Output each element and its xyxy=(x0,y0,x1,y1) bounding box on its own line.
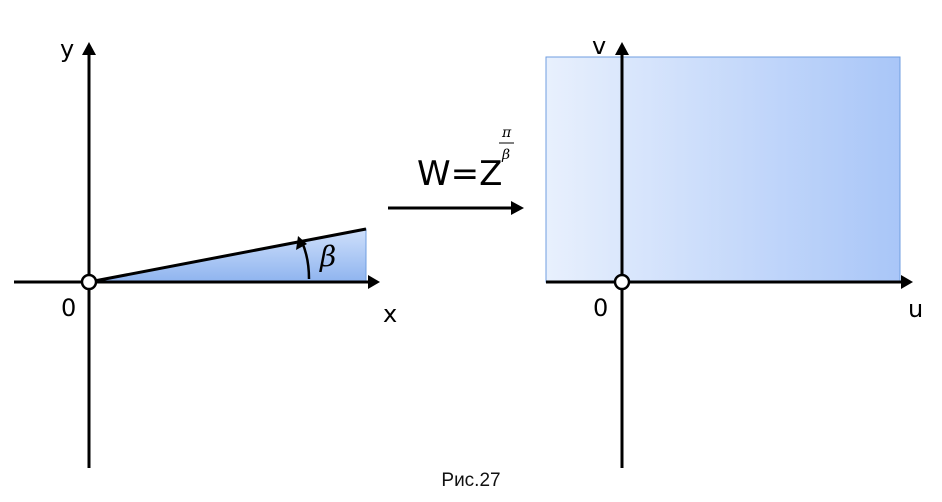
origin-marker xyxy=(80,273,98,291)
exponent-numerator: π xyxy=(501,125,512,141)
angle-arc-arrowhead xyxy=(296,236,307,250)
origin-label: 0 xyxy=(61,294,76,322)
angle-label: β xyxy=(319,240,336,273)
figure-caption: Рис.27 xyxy=(441,470,501,491)
x-axis-arrowhead xyxy=(368,275,380,289)
v-axis-label: v xyxy=(592,32,606,60)
wedge-ray xyxy=(88,227,367,284)
upper-half-plane-region xyxy=(545,56,901,283)
mapping-formula: W=Z xyxy=(417,154,502,194)
v-axis-arrowhead xyxy=(615,42,629,55)
mapping-label: W=Z π β xyxy=(417,125,514,194)
origin-label: 0 xyxy=(593,294,608,322)
x-axis-label: x xyxy=(383,300,397,328)
exponent-denominator: β xyxy=(501,147,510,163)
left-plot: y x 0 β xyxy=(14,35,397,468)
right-plot: v u 0 xyxy=(545,32,923,468)
y-axis-arrowhead xyxy=(82,42,96,55)
origin-marker xyxy=(613,273,631,291)
u-axis-arrowhead xyxy=(901,275,913,289)
y-axis-label: y xyxy=(60,35,74,63)
mapping-arrowhead xyxy=(511,201,524,215)
u-axis-label: u xyxy=(908,295,923,323)
